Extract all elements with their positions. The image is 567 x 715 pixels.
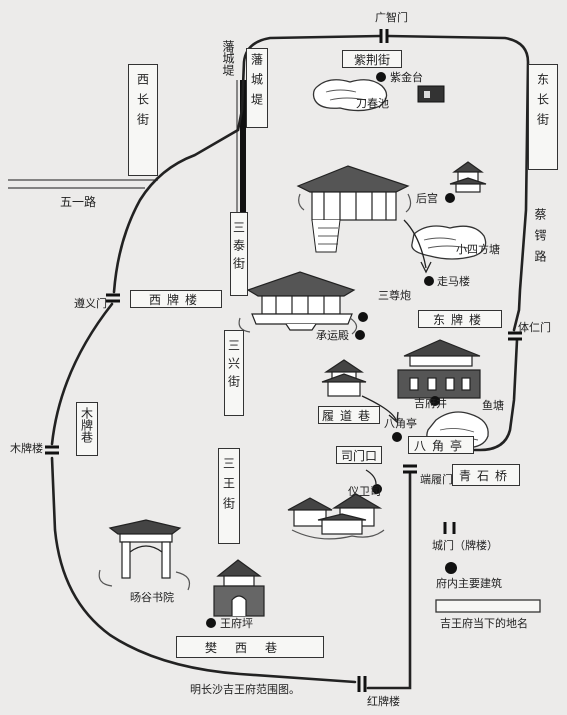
street-dong-pai-lou: 东牌楼 [418,310,502,328]
gate-tiren-label: 体仁门 [518,321,551,334]
site-bajiaoting-label: 八角亭 [384,417,417,430]
street-fan-cheng-di-inner: 藩城堤 [246,48,268,128]
street-fan-xi-xiang: 樊西巷 [176,636,324,658]
site-xiaosifangtang-label: 小四方塘 [456,243,500,256]
jifu-gate-tower [397,339,481,399]
legend-building-symbol [445,562,457,574]
street-fan-cheng-di-outer: 藩城堤 [221,40,235,76]
site-chengyundian-label: 承运殿 [316,329,349,342]
gate-zunyi-label: 遵义门 [74,297,107,310]
site-daochunchi-label: 刀春池 [356,97,389,110]
site-dot-yiweisi [372,484,382,494]
gate-hongpailou-label: 红牌楼 [367,695,400,708]
site-zijintai-label: 紫金台 [390,71,423,84]
yiwei-buildings [287,493,385,540]
site-yanggushuyuan-label: 旸谷书院 [130,591,174,604]
zijintai-building [417,85,445,103]
wuyi-road [8,179,158,189]
street-san-xing-jie: 三兴街 [224,330,244,416]
site-dot-zijintai [376,72,386,82]
gate-mupailou-label: 木牌楼 [10,442,43,455]
site-zoumalou-label: 走马楼 [437,275,470,288]
legend-building-label: 府内主要建筑 [436,577,502,590]
map-caption: 明长沙吉王府范围图。 [190,683,300,696]
site-dot-jifujing [430,396,440,406]
daochun-pond [312,79,388,112]
street-xi-pai-lou: 西牌楼 [130,290,222,308]
site-dot-chengyundian [355,330,365,340]
legend-placename-symbol [435,599,541,613]
route-arrow-yiwei [365,469,377,485]
route-arrow-bajiao [361,395,397,421]
site-dot-zoumalou [424,276,434,286]
street-wu-yi-lu: 五一路 [60,195,97,209]
city-wall [50,34,530,690]
street-san-tai-jie: 三泰街 [230,212,248,296]
site-sanzunpao-label: 三尊炮 [378,289,411,302]
site-dot-wangfuping [206,618,216,628]
site-wangfuping-label: 王府坪 [220,617,253,630]
legend-gate-label: 城门（牌楼） [432,539,498,552]
street-mu-pai-xiang: 木牌巷 [76,402,98,456]
street-cai-e-lu: 蔡锷路 [533,208,547,271]
chengyun-hall [238,271,358,335]
yanggu-academy-gate [98,519,191,591]
street-ba-jiao-ting: 八角亭 [408,436,474,454]
bajiao-pavilion [321,359,367,397]
site-dot-bajiaoting [392,432,402,442]
street-san-wang-jie: 三王街 [218,448,240,544]
street-si-men-kou: 司门口 [336,446,382,464]
street-lv-dao-xiang: 履道巷 [318,406,380,424]
route-arrow-zouma [403,219,427,269]
street-zi-jing-jie: 紫荆街 [342,50,402,68]
hougong-pavilion [449,161,487,193]
gate-markers [45,29,522,692]
site-dot-sanzunpao [358,312,368,322]
upper-palace-hall [296,165,412,253]
wangfuping-gate [213,559,265,617]
site-hougong-label: 后宫 [416,192,438,205]
legend-placename-label: 吉王府当下的地名 [440,617,528,630]
street-dong-chang-jie: 东长街 [528,64,558,170]
site-jifujing-label: 吉府井 [414,397,447,410]
street-qing-shi-qiao: 青石桥 [452,464,520,486]
legend-gate-symbol [443,522,456,534]
street-xi-chang-jie: 西长街 [128,64,158,176]
gate-guangzhi-label: 广智门 [375,11,408,24]
site-yiweisi-label: 仪卫司 [348,485,381,498]
site-dot-hougong [445,193,455,203]
site-yutang-label: 鱼塘 [482,399,504,412]
gate-duanlu-label: 端履门 [420,473,453,486]
